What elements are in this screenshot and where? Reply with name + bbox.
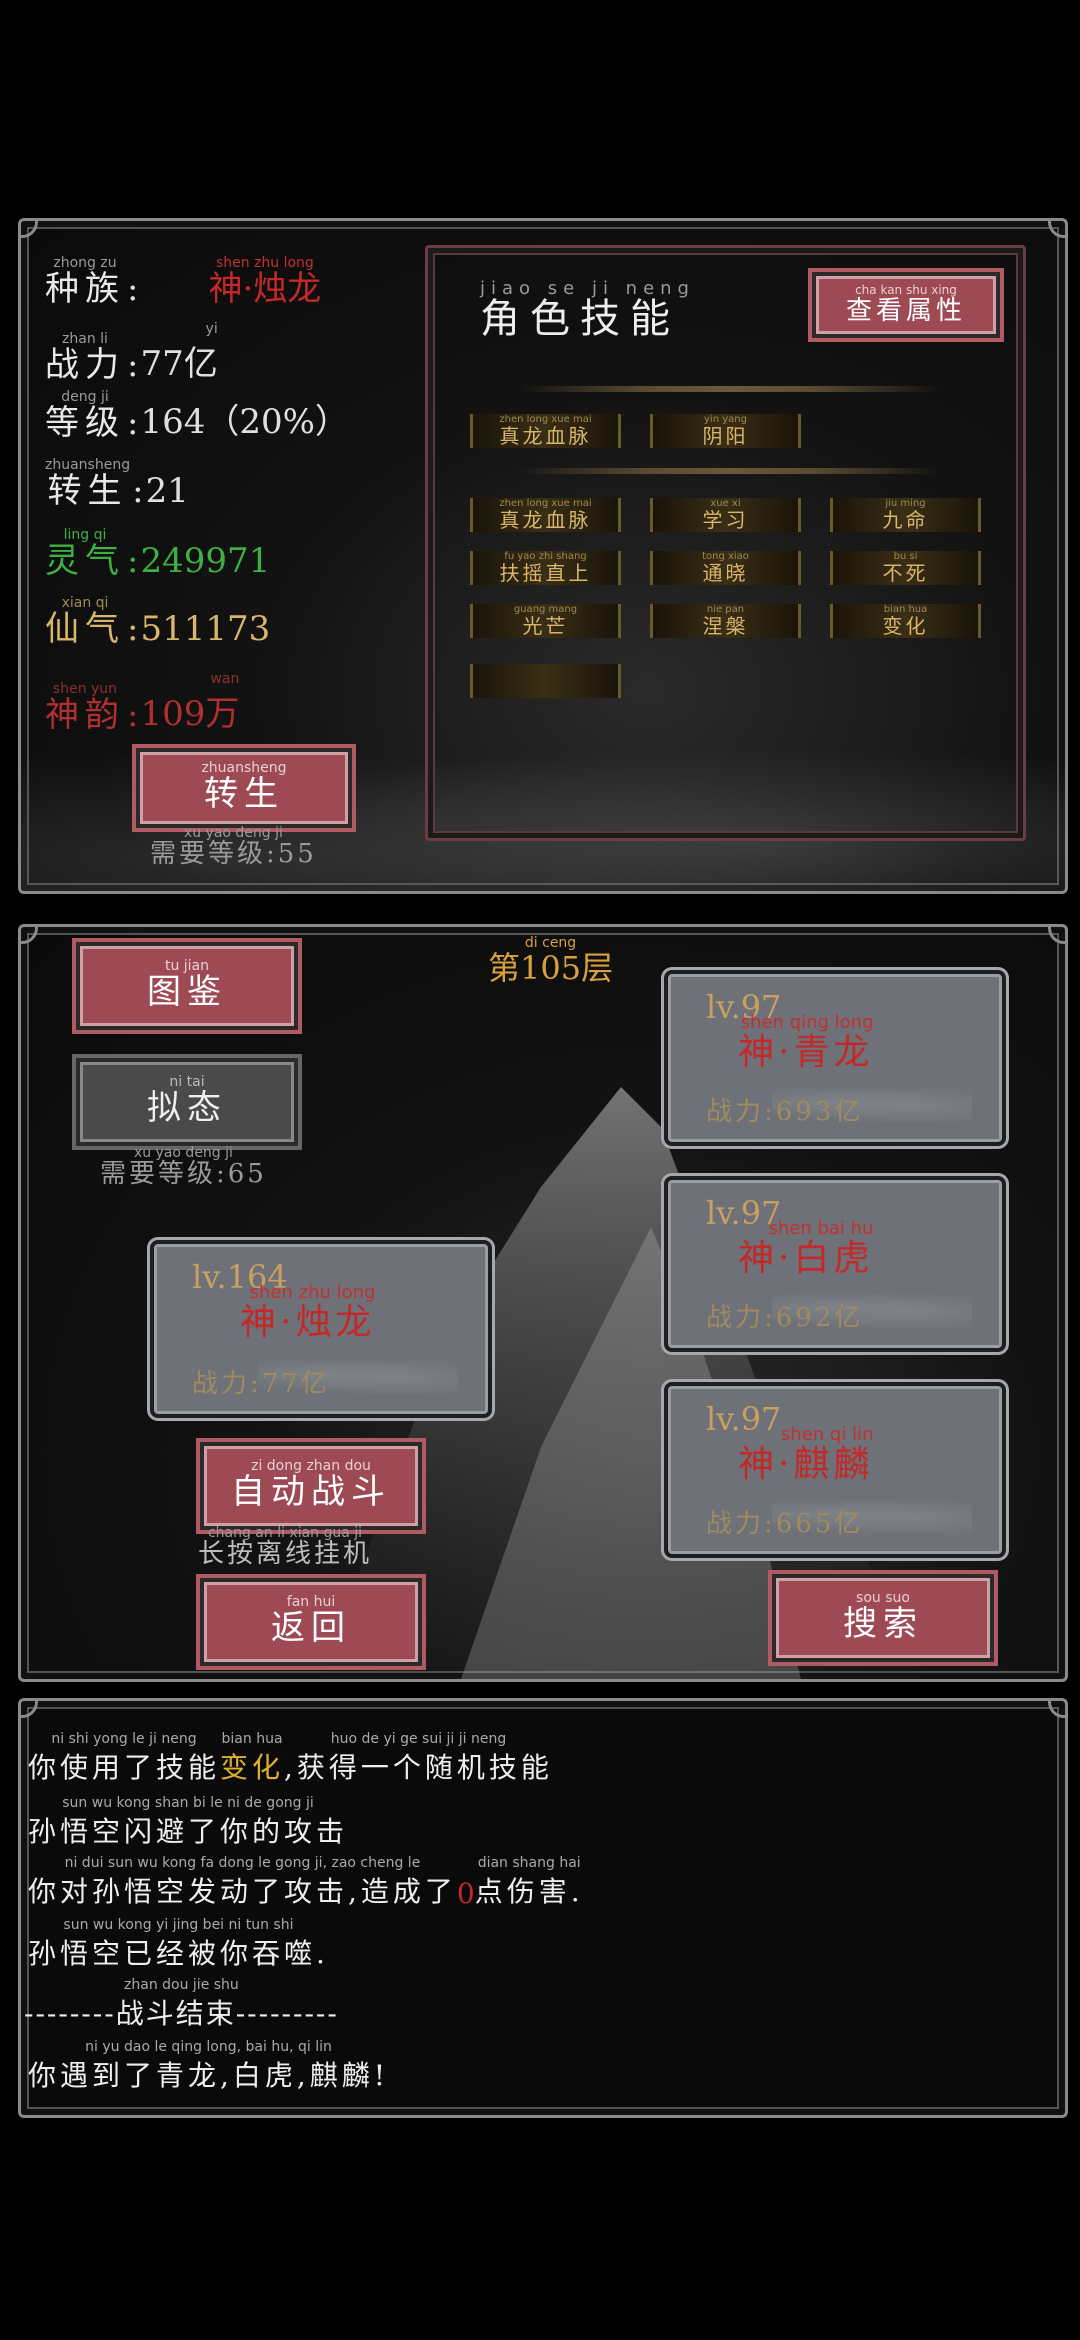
offline-hint: chang an li xian gua ji 长按离线挂机 (198, 1525, 373, 1569)
enemy-name: shen bai hu 神·白虎 (738, 1218, 874, 1280)
enemy-name: shen qing long 神·青龙 (738, 1012, 874, 1074)
mimicry-button[interactable]: ni tai 拟态 (76, 1058, 298, 1146)
enemy-card[interactable]: lv.97 shen bai hu 神·白虎 战力:692亿 (664, 1176, 1006, 1352)
battle-log-panel (18, 1698, 1068, 2118)
enemy-card[interactable]: lv.97 shen qing long 神·青龙 战力:693亿 (664, 970, 1006, 1146)
level-value: 164（20%） (140, 402, 349, 443)
enemy-name: shen qi lin 神·麒麟 (738, 1424, 874, 1486)
auto-battle-button[interactable]: zi dong zhan dou 自动战斗 (200, 1442, 422, 1530)
player-name: shen zhu long 神·烛龙 (240, 1282, 376, 1344)
race-value-name: 烛龙 (253, 269, 322, 309)
search-button[interactable]: sou suo 搜索 (772, 1574, 994, 1662)
rebirth-value: 21 (145, 471, 189, 512)
skills-divider-mid (520, 468, 940, 474)
floor-indicator: di ceng 第105层 (488, 935, 614, 987)
skills-divider-top (520, 386, 940, 392)
enemy-power: 战力:693亿 (706, 1097, 864, 1127)
log-line: ni dui sun wu kong fa dong le gong ji, z… (28, 1855, 584, 1910)
skills-title: jiao se ji neng 角色技能 (480, 278, 695, 343)
bestiary-button[interactable]: tu jian 图鉴 (76, 942, 298, 1030)
mimicry-requirement: xu yao deng ji 需要等级:65 (100, 1145, 267, 1189)
player-power: 战力:77亿 (192, 1369, 330, 1399)
race-value-prefix: 神 (208, 269, 243, 309)
shenyun-value: 109万 (140, 694, 240, 734)
enemy-power: 战力:665亿 (706, 1509, 864, 1539)
log-divider: zhan dou jie shu--------战斗结束--------- (24, 1977, 339, 2030)
enemy-level: lv.97 (706, 1400, 782, 1438)
enemy-level: lv.97 (706, 988, 782, 1026)
xianqi-value: 511173 (140, 609, 271, 650)
skill-slot-empty[interactable] (470, 664, 621, 698)
rebirth-requirement: xu yao deng ji 需要等级:55 (150, 825, 317, 869)
lingqi-value: 249971 (140, 541, 271, 582)
enemy-level: lv.97 (706, 1194, 782, 1232)
player-card[interactable]: lv.164 shen zhu long 神·烛龙 战力:77亿 (150, 1240, 492, 1418)
skills-frame (425, 245, 1026, 841)
view-attributes-button[interactable]: cha kan shu xing 查看属性 (812, 272, 1000, 338)
rebirth-button[interactable]: zhuansheng 转生 (136, 748, 352, 828)
player-level: lv.164 (192, 1258, 288, 1296)
enemy-power: 战力:692亿 (706, 1303, 864, 1333)
back-button[interactable]: fan hui 返回 (200, 1578, 422, 1666)
power-value: 77亿 (140, 344, 218, 384)
enemy-card[interactable]: lv.97 shen qi lin 神·麒麟 战力:665亿 (664, 1382, 1006, 1558)
